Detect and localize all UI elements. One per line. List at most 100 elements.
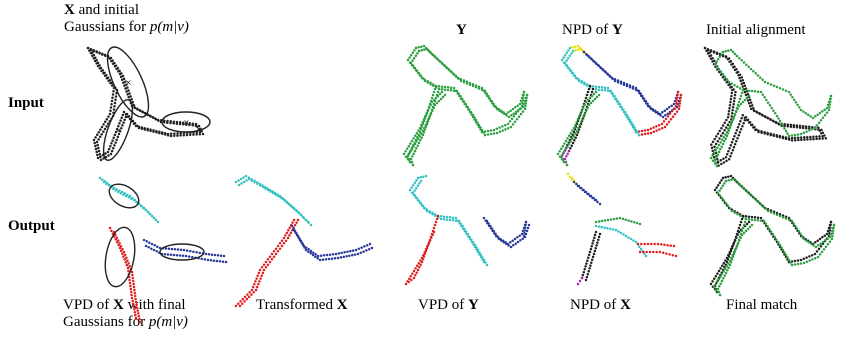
x-shape-dot xyxy=(804,127,808,130)
x-shape-dot xyxy=(141,110,145,114)
y-shape-dot xyxy=(725,130,729,134)
vpd-x-dot xyxy=(195,251,198,254)
y-shape-dot xyxy=(784,89,788,93)
x-shape-dot xyxy=(730,112,734,115)
shape-outline-dot xyxy=(524,99,528,102)
npd-x-dot xyxy=(596,200,599,204)
y-shape-dot xyxy=(816,113,819,116)
x-shape-dot xyxy=(787,138,791,141)
npd-x-dot xyxy=(666,243,669,247)
final-match-dot xyxy=(720,272,724,276)
x-shape-dot xyxy=(736,137,739,140)
shape-outline-dot xyxy=(678,99,682,102)
x-shape-dot xyxy=(98,64,101,67)
final-match-dot xyxy=(829,223,832,227)
npd-x-dot xyxy=(624,218,627,221)
final-match-dot xyxy=(768,227,771,231)
x-shape-dot xyxy=(118,122,121,125)
vpd-x-dot xyxy=(209,259,213,262)
shape-outline-dot xyxy=(423,79,427,83)
y-shape-dot xyxy=(778,119,782,123)
vpd-x-dot xyxy=(119,249,123,253)
x-shape-dot xyxy=(738,131,742,134)
shape-outline-dot xyxy=(423,48,426,51)
final-match-dot xyxy=(828,235,832,239)
shape-outline-dot xyxy=(559,155,563,159)
final-match-dot xyxy=(790,263,794,267)
x-shape-dot xyxy=(95,51,98,54)
x-shape-dot xyxy=(112,136,115,139)
x-shape-dot xyxy=(725,118,728,122)
x-shape-dot xyxy=(92,53,96,57)
x-shape-dot xyxy=(96,156,100,160)
shape-outline-dot xyxy=(413,142,417,146)
transformed-x-dot xyxy=(293,207,296,211)
shape-outline-dot xyxy=(662,120,666,123)
y-shape-dot xyxy=(766,101,770,104)
x-shape-dot xyxy=(136,108,139,111)
y-shape-dot xyxy=(745,96,749,100)
x-shape-dot xyxy=(99,128,102,131)
transformed-x-dot xyxy=(290,224,294,228)
x-shape-dot xyxy=(99,155,102,159)
shape-outline-dot xyxy=(594,90,598,94)
shape-outline-dot xyxy=(659,114,662,117)
x-shape-dot xyxy=(727,149,730,153)
caption-symbol-x: X xyxy=(336,297,348,313)
transformed-x-dot xyxy=(266,188,270,192)
final-match-dot xyxy=(716,287,720,291)
x-shape-dot xyxy=(161,132,164,136)
vpd-x-dot xyxy=(191,255,194,259)
shape-outline-dot xyxy=(564,147,568,151)
transformed-x-dot xyxy=(327,257,331,261)
final-match-dot xyxy=(818,237,822,241)
x-shape-dot xyxy=(115,127,119,131)
vpd-x-dot xyxy=(127,262,130,265)
npd-x-dot xyxy=(583,190,587,194)
final-match-dot xyxy=(709,282,713,286)
shape-outline-dot xyxy=(462,81,466,84)
npd-x-dot xyxy=(576,282,580,286)
x-shape-dot xyxy=(95,150,98,154)
transformed-x-dot xyxy=(339,256,343,259)
shape-outline-dot xyxy=(420,132,423,135)
x-shape-dot xyxy=(113,101,117,105)
shape-outline-dot xyxy=(492,102,495,106)
shape-outline-dot xyxy=(656,112,660,116)
vpd-y-dot xyxy=(518,234,521,237)
x-shape-dot xyxy=(708,51,711,55)
x-shape-dot xyxy=(107,115,110,118)
x-shape-dot xyxy=(761,114,764,117)
vpd-x-dot xyxy=(115,236,119,239)
transformed-x-dot xyxy=(276,244,280,248)
shape-outline-dot xyxy=(417,72,421,75)
vpd-y-dot xyxy=(420,256,424,260)
final-match-dot xyxy=(719,275,722,278)
x-shape-dot xyxy=(786,125,790,128)
npd-x-dot xyxy=(584,265,587,268)
shape-outline-dot xyxy=(567,149,571,153)
npd-x-dot xyxy=(627,236,630,239)
shape-outline-dot xyxy=(670,109,674,113)
x-shape-dot xyxy=(793,136,797,140)
vpd-y-dot xyxy=(485,263,489,267)
shape-outline-dot xyxy=(449,89,453,92)
final-match-dot xyxy=(796,262,800,266)
vpd-x-dot xyxy=(126,259,129,262)
shape-outline-dot xyxy=(420,123,423,127)
transformed-x-dot xyxy=(250,179,254,182)
final-match-dot xyxy=(726,204,730,208)
final-match-dot xyxy=(718,285,721,288)
vpd-y-dot xyxy=(411,272,414,275)
final-match-dot xyxy=(814,241,817,244)
transformed-x-dot xyxy=(260,274,263,277)
shape-outline-dot xyxy=(643,132,647,136)
vpd-y-dot xyxy=(520,232,524,236)
shape-outline-dot xyxy=(641,94,644,98)
y-shape-dot xyxy=(739,102,743,106)
vpd-y-dot xyxy=(407,277,411,281)
shape-outline-dot xyxy=(613,79,617,83)
shape-outline-dot xyxy=(510,114,513,117)
vpd-y-dot xyxy=(516,240,520,244)
final-match-dot xyxy=(743,220,747,224)
